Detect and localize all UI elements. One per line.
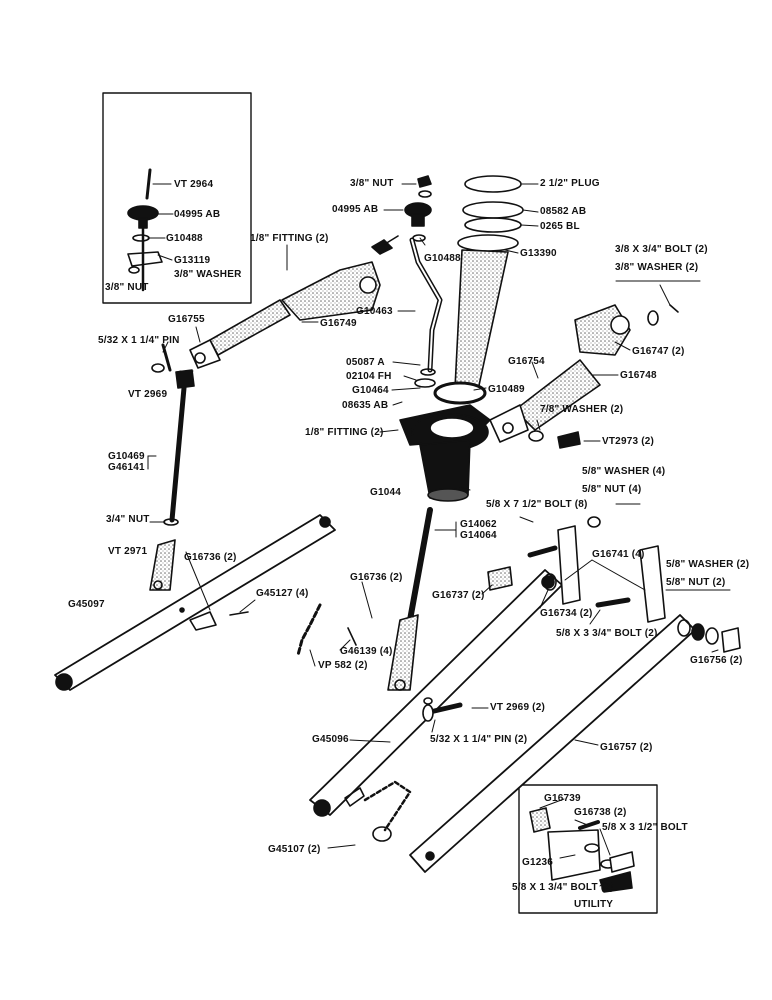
- label-washer58-4: 5/8" WASHER (4): [582, 466, 666, 477]
- label-g10488: G10488: [424, 253, 461, 264]
- label-g16734: G16734 (2): [540, 608, 593, 619]
- label-g16736-left: G16736 (2): [184, 552, 237, 563]
- label-vt2971: VT 2971: [108, 546, 148, 557]
- inset-knob-assembly: [127, 168, 163, 292]
- label-05087a: 05087 A: [346, 357, 385, 368]
- label-g16738: G16738 (2): [574, 807, 627, 818]
- label-bolt58x712: 5/8 X 7 1/2" BOLT (8): [486, 499, 588, 510]
- label-washer58-2: 5/8" WASHER (2): [666, 559, 750, 570]
- label-g16755: G16755: [168, 314, 205, 325]
- label-plug: 2 1/2" PLUG: [540, 178, 600, 189]
- label-02104fh: 02104 FH: [346, 371, 392, 382]
- label-g10489: G10489: [488, 384, 525, 395]
- label-g16747: G16747 (2): [632, 346, 685, 357]
- left-arm: [281, 261, 381, 321]
- label-vp582: VP 582 (2): [318, 660, 368, 671]
- check-chain: [189, 603, 357, 657]
- label-g10464: G10464: [352, 385, 389, 396]
- label-g16748: G16748: [620, 370, 657, 381]
- label-g1236: G1236: [522, 857, 554, 868]
- label-g45096: G45096: [312, 734, 349, 745]
- label-fitting-top: 1/8" FITTING (2): [250, 233, 329, 244]
- label-pin-left: 5/32 X 1 1/4" PIN: [98, 335, 180, 346]
- label-utility: UTILITY: [574, 899, 614, 910]
- label-g46139: G46139 (4): [340, 646, 393, 657]
- label-vt2969-2: VT 2969 (2): [490, 702, 546, 713]
- label-08582ab: 08582 AB: [540, 206, 587, 217]
- top-knob-group: [371, 175, 432, 255]
- label-g10488-inset: G10488: [166, 233, 203, 244]
- keeper-chain: [363, 780, 412, 832]
- label-08635ab: 08635 AB: [342, 400, 389, 411]
- label-washer78: 7/8" WASHER (2): [540, 404, 624, 415]
- left-lift-link: [149, 343, 195, 591]
- label-g45097: G45097: [68, 599, 105, 610]
- label-g45127: G45127 (4): [256, 588, 309, 599]
- label-fitting-mid: 1/8" FITTING (2): [305, 427, 384, 438]
- label-bolt58x312: 5/8 X 3 1/2" BOLT: [602, 822, 688, 833]
- label-g14064: G14064: [460, 530, 497, 541]
- label-g16737: G16737 (2): [432, 590, 485, 601]
- bracket-b: [639, 545, 666, 623]
- rockshaft-housing: [399, 404, 491, 502]
- label-g16741: G16741 (4): [592, 549, 645, 560]
- label-bolt-top-right: 3/8 X 3/4" BOLT (2): [615, 244, 708, 255]
- label-g16736-mid: G16736 (2): [350, 572, 403, 583]
- label-nut38-top: 3/8" NUT: [350, 178, 394, 189]
- label-04995ab-inset: 04995 AB: [174, 209, 221, 220]
- label-g16756: G16756 (2): [690, 655, 743, 666]
- label-washer-top-right: 3/8" WASHER (2): [615, 262, 699, 273]
- plug-rings: [457, 175, 524, 252]
- label-g13119: G13119: [174, 255, 211, 266]
- label-bolt58x334: 5/8 X 3 3/4" BOLT (2): [556, 628, 658, 639]
- bracket-a: [557, 525, 581, 605]
- label-nut58-4: 5/8" NUT (4): [582, 484, 642, 495]
- label-nut38-inset: 3/8" NUT: [105, 282, 149, 293]
- inset-box-top: [102, 92, 252, 304]
- label-pin-mid: 5/32 X 1 1/4" PIN (2): [430, 734, 528, 745]
- label-g45107: G45107 (2): [268, 844, 321, 855]
- shaft: [454, 249, 509, 391]
- label-bolt58x134: 5/8 X 1 3/4" BOLT (2): [512, 882, 614, 893]
- utility-parts: [529, 807, 635, 893]
- leader-lines: [147, 183, 731, 887]
- label-g16749: G16749: [320, 318, 357, 329]
- label-g13390: G13390: [520, 248, 557, 259]
- center-lift-link: [387, 507, 433, 691]
- left-turnbuckle: [209, 299, 291, 356]
- label-g16754: G16754: [508, 356, 545, 367]
- right-turnbuckle: [514, 359, 601, 431]
- label-nut34: 3/4" NUT: [106, 514, 150, 525]
- label-0265bl: 0265 BL: [540, 221, 580, 232]
- label-g10469: G10469: [108, 451, 145, 462]
- spacer: [487, 566, 513, 591]
- label-g16739: G16739: [544, 793, 581, 804]
- label-nut58-2: 5/8" NUT (2): [666, 577, 726, 588]
- label-washer38-inset: 3/8" WASHER: [174, 269, 242, 280]
- pin-vt2969: [427, 702, 463, 715]
- label-g46141: G46141: [108, 462, 145, 473]
- label-vt2964: VT 2964: [174, 179, 214, 190]
- label-g14062: G14062: [460, 519, 497, 530]
- inset-box-utility: [518, 784, 658, 914]
- label-g16757: G16757 (2): [600, 742, 653, 753]
- label-vt2973: VT2973 (2): [602, 436, 655, 447]
- label-g10463: G10463: [356, 306, 393, 317]
- label-04995ab: 04995 AB: [332, 204, 379, 215]
- label-vt2969-left: VT 2969: [128, 389, 168, 400]
- label-g1044: G1044: [370, 487, 402, 498]
